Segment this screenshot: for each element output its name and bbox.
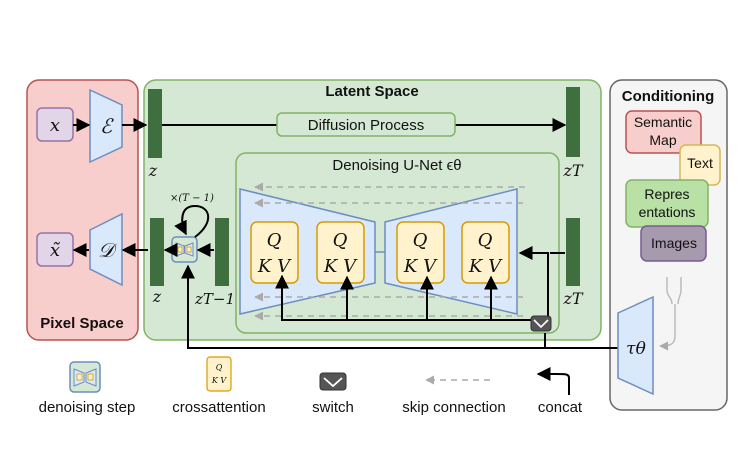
attention-2-q: Q: [333, 230, 348, 251]
input-x-symbol: x: [50, 115, 60, 136]
output-x-tilde-symbol: x̃: [50, 240, 61, 261]
semantic-map-label-2: Map: [649, 132, 676, 148]
conditioning-merge-lines: [660, 277, 682, 346]
attention-3-q: Q: [413, 230, 428, 251]
legend-crossattention-label: crossattention: [172, 399, 265, 416]
tau-symbol: τθ: [626, 339, 646, 359]
representations-label-2: entations: [639, 204, 696, 220]
repeat-loop-arrow: [174, 204, 210, 238]
legend-concat-label: concat: [538, 399, 583, 416]
attention-1-kv: K V: [257, 256, 292, 277]
legend-switch-label: switch: [312, 399, 354, 416]
denoising-step-attn-right-icon: [186, 246, 192, 253]
diffusion-process-box: [276, 112, 456, 137]
legend-denoising-label: denoising step: [39, 399, 136, 416]
legend-switch: [319, 372, 347, 391]
latent-z-bar-top: [148, 89, 162, 158]
attention-block-4: Q K V: [461, 221, 510, 284]
latent-zT1-bar: [215, 218, 229, 286]
encoder-block: [89, 88, 123, 164]
attention-block-3: Q K V: [396, 221, 445, 284]
latent-z-bar-bottom: [150, 218, 164, 286]
legend-attn-kv: K V: [211, 376, 228, 385]
attention-2-kv: K V: [323, 256, 358, 277]
representations-label-1: Repres: [644, 186, 689, 202]
attention-block-2: Q K V: [316, 221, 365, 284]
conditioning-bus: [275, 274, 541, 321]
latent-zT-bar-bottom: [566, 218, 580, 286]
switch-in-diagram: [530, 315, 552, 332]
attention-block-1: Q K V: [250, 221, 299, 284]
attention-1-q: Q: [267, 230, 282, 251]
diffusion-process-label: Diffusion Process: [308, 117, 424, 134]
denoising-step-attn-left-icon: [177, 246, 183, 253]
legend-denoising-step: [69, 361, 101, 393]
attention-4-kv: K V: [468, 256, 503, 277]
decoder-block: [89, 212, 123, 287]
latent-zT1-label: zT−1: [194, 290, 235, 308]
images-label: Images: [651, 235, 697, 251]
conditioning-label: Conditioning: [622, 88, 714, 105]
legend-attn-q: Q: [216, 363, 223, 372]
latent-z-label-top: z: [148, 161, 158, 180]
attention-3-kv: K V: [403, 256, 438, 277]
decoder-symbol: 𝒟: [98, 238, 118, 262]
legend-crossattention: Q K V: [206, 356, 232, 392]
text-label: Text: [687, 155, 713, 171]
latent-zT-label-top: zT: [562, 161, 583, 180]
pixel-space-label: Pixel Space: [40, 315, 123, 332]
attention-4-q: Q: [478, 230, 493, 251]
semantic-map-box: [625, 110, 702, 154]
latent-z-label-bottom: z: [152, 287, 162, 306]
latent-zT-label-bottom: zT: [562, 289, 583, 308]
images-box: [640, 225, 707, 262]
legend-skip-label: skip connection: [402, 399, 505, 416]
latent-space-label: Latent Space: [325, 83, 418, 100]
tau-output-path: [181, 264, 618, 349]
repeat-label: ×(T − 1): [170, 193, 214, 204]
semantic-map-label-1: Semantic: [634, 114, 692, 130]
legend-concat-arrow: [536, 367, 570, 395]
tau-encoder-block: [617, 295, 654, 396]
unet-label: Denoising U-Net ϵθ: [332, 157, 461, 174]
encoder-symbol: ℰ: [100, 114, 114, 138]
latent-zT-bar-top: [566, 87, 580, 157]
